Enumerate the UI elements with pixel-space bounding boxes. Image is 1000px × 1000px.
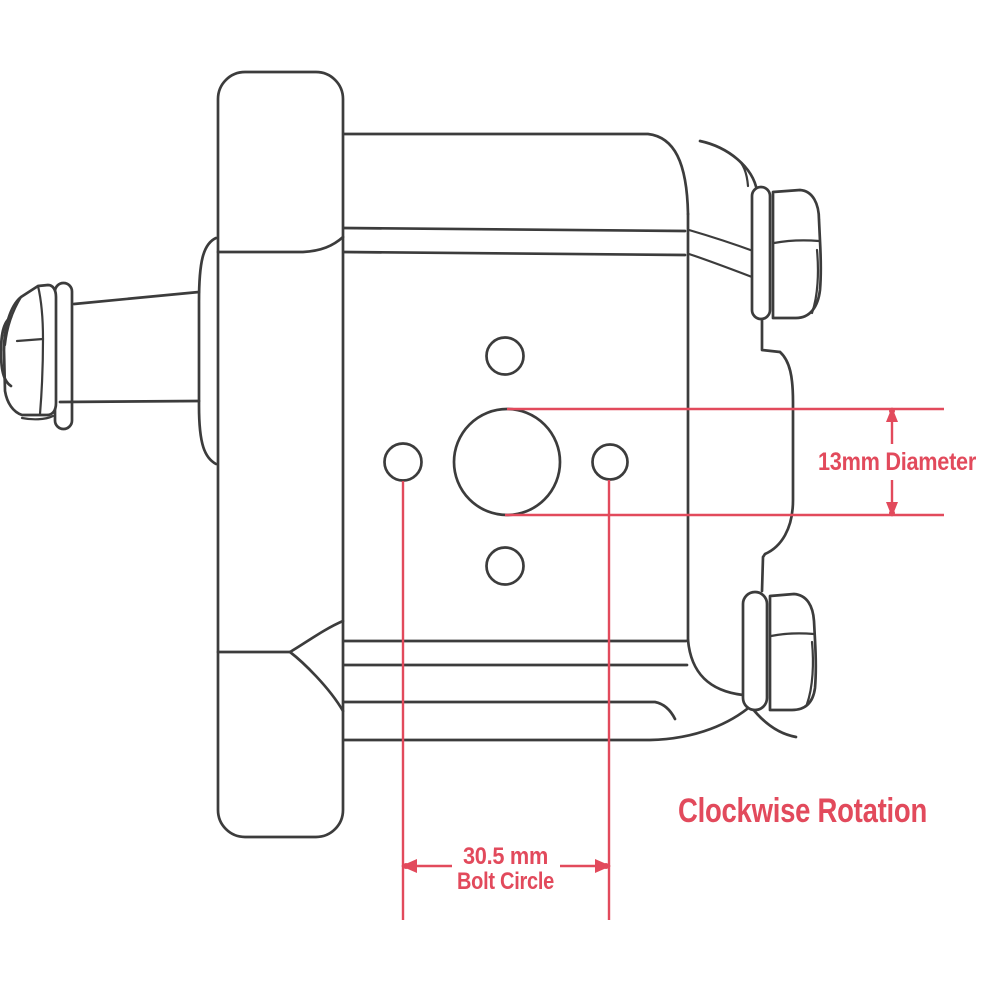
top-bolt-washer [750, 185, 772, 321]
pump-body [341, 132, 758, 742]
nut-base-lip [20, 414, 55, 421]
diameter-arrow-dot-up [889, 408, 895, 414]
nut-facet-edge-bottom [38, 337, 45, 416]
port-face [383, 336, 629, 586]
body-top-edge [341, 132, 690, 216]
nut-facet-edge-top [36, 284, 45, 341]
bolt-hole-right [591, 443, 629, 481]
bolt-circle-value-label: 30.5 mm [463, 843, 548, 870]
shaft-boss-bulge [197, 236, 218, 466]
top-bolt-facet-line [772, 239, 821, 245]
shaft-top-edge [72, 290, 201, 306]
rotation-label: Clockwise Rotation [678, 792, 927, 830]
body-seam-bottom-3 [341, 700, 677, 721]
mounting-flange [197, 70, 345, 839]
diameter-arrowhead-down [886, 502, 898, 517]
body-seam-top-2 [341, 250, 687, 257]
rear-lower-foot [750, 706, 798, 739]
bolt-circle-caption-label: Bolt Circle [457, 868, 554, 895]
shaft-assembly [0, 281, 201, 431]
bolt-hole-bottom [485, 546, 525, 586]
diameter-arrow-dot-down [889, 510, 895, 516]
nut-facet-mid-line [15, 337, 45, 343]
bottom-mounting-bolt [741, 590, 818, 712]
bolt-hole-left [383, 442, 423, 482]
rear-inner-bottom-curve [686, 638, 745, 697]
rear-wrap-seam-2 [687, 252, 754, 279]
flange-bottom-fillet-upper [288, 619, 345, 654]
flange-top-fillet [216, 235, 345, 254]
flange-bottom-fillet-lower [288, 650, 345, 713]
dimension-bolt-circle: 30.5 mm Bolt Circle [401, 480, 611, 920]
rear-stud-hook [735, 157, 750, 188]
diameter-arrowhead-up [886, 407, 898, 422]
rear-wrap-seam-1 [687, 228, 758, 254]
center-port-circle [452, 407, 562, 517]
shaft-hex-nut [2, 283, 58, 417]
top-bolt-corner-facet [810, 248, 820, 315]
bottom-bolt-washer [741, 590, 769, 712]
shaft-bottom-edge [58, 399, 201, 404]
dimension-diameter: 13mm Diameter [505, 407, 977, 517]
bottom-bolt-hex-head [768, 592, 818, 712]
diameter-label: 13mm Diameter [818, 448, 976, 476]
rear-upper-lug [760, 317, 782, 354]
rear-cover [698, 139, 798, 739]
rear-outer-middle-edge [760, 350, 795, 593]
bolt-circle-arrow-dot-right [603, 863, 609, 869]
bolt-hole-top [485, 336, 525, 376]
bolt-circle-arrow-dot-left [403, 863, 409, 869]
top-mounting-bolt [750, 185, 823, 321]
top-bolt-hex-head [771, 188, 823, 320]
body-bottom-edge [341, 703, 754, 742]
bottom-bolt-facet-line [769, 632, 816, 638]
shaft-stud-end [0, 315, 13, 388]
shaft-washer [53, 281, 74, 431]
flange-plate [216, 70, 345, 839]
body-seam-top-1 [341, 226, 687, 233]
bottom-bolt-corner-facet [805, 640, 815, 706]
